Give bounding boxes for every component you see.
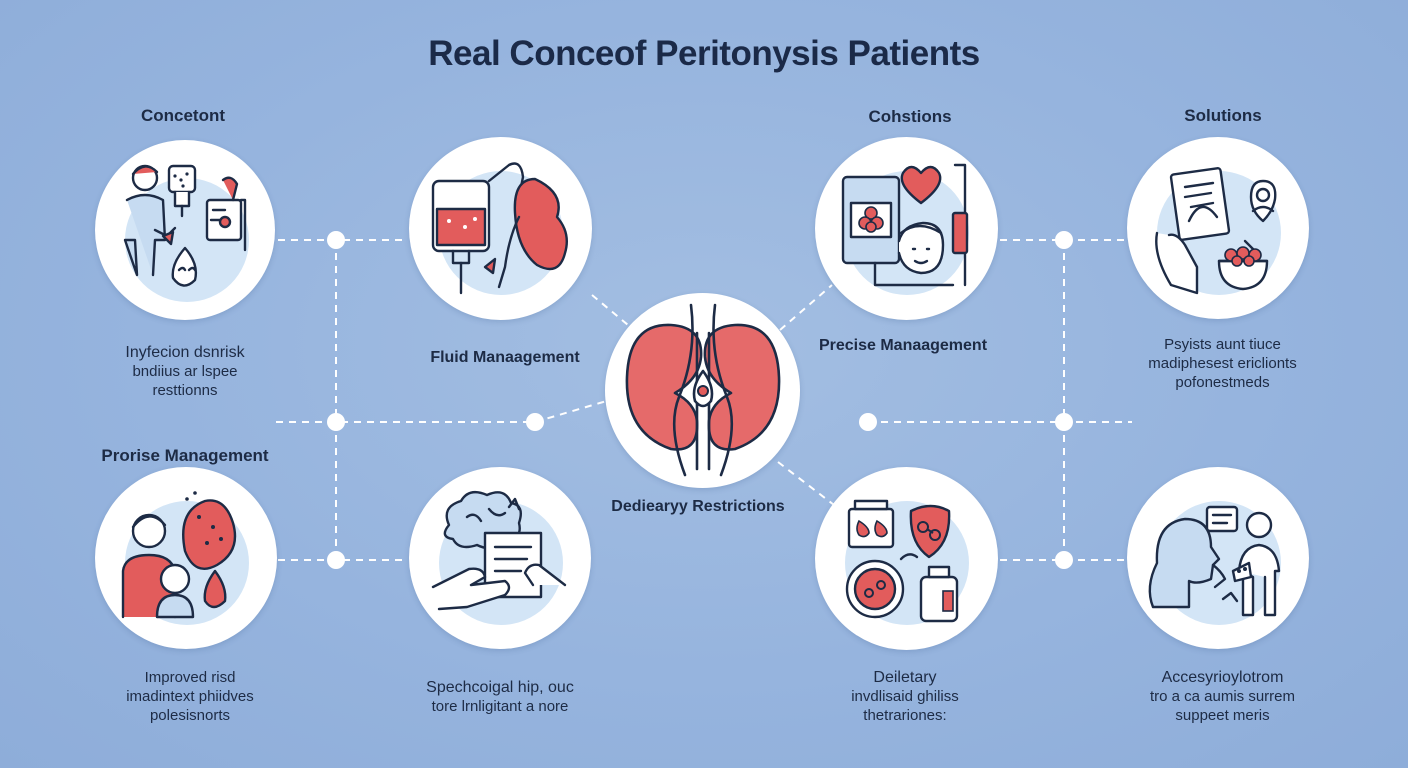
heading-solutions: Solutions	[1184, 106, 1262, 125]
connector-node	[1055, 413, 1073, 431]
hand-document-person-icon	[1127, 137, 1309, 319]
connector-node	[1055, 551, 1073, 569]
desc-deiletary: Deiletary invdlisaid ghiliss thetrarione…	[851, 669, 959, 724]
label-dietary-restrictions: Dediearyy Restrictions	[611, 498, 785, 515]
patients-infection-icon	[95, 467, 277, 649]
monitor-heart-iv-icon	[815, 137, 998, 320]
iv-bag-kidney-icon	[409, 137, 592, 320]
page-title: Real Conceof Peritonysis Patients	[428, 34, 980, 73]
dietary-items-icon	[815, 467, 998, 650]
connector-node	[526, 413, 544, 431]
brain-hands-document-icon	[409, 467, 591, 649]
heading-cohstions: Cohstions	[868, 107, 952, 126]
desc-improved: Improved risd imadintext phiidves polesi…	[126, 669, 254, 724]
connector-node	[327, 231, 345, 249]
patient-iv-infection-icon	[95, 140, 275, 320]
connector-node	[1055, 231, 1073, 249]
heading-concetont: Concetont	[140, 106, 226, 125]
heading-precise-management: Prorise Management	[101, 446, 269, 465]
kidneys-icon	[605, 293, 800, 488]
label-precise-manaagement: Precise Manaagement	[818, 337, 988, 354]
connector-node	[327, 551, 345, 569]
connector-node	[859, 413, 877, 431]
connector-node	[327, 413, 345, 431]
label-fluid-management: Fluid Manaagement	[430, 349, 580, 366]
people-support-icon	[1127, 467, 1309, 649]
desc-psysists: Psyists aunt tiuce madiphesest ericliont…	[1148, 336, 1297, 391]
desc-accesyriolom: Accesyrioylotrom tro a ca aumis surrem s…	[1149, 669, 1296, 724]
desc-spechcoigal: Spechcoigal hip, ouc tore lrnligitant a …	[426, 679, 574, 715]
desc-infection-risk: Inyfecion dsnrisk bndiius ar lspee restt…	[125, 344, 245, 399]
